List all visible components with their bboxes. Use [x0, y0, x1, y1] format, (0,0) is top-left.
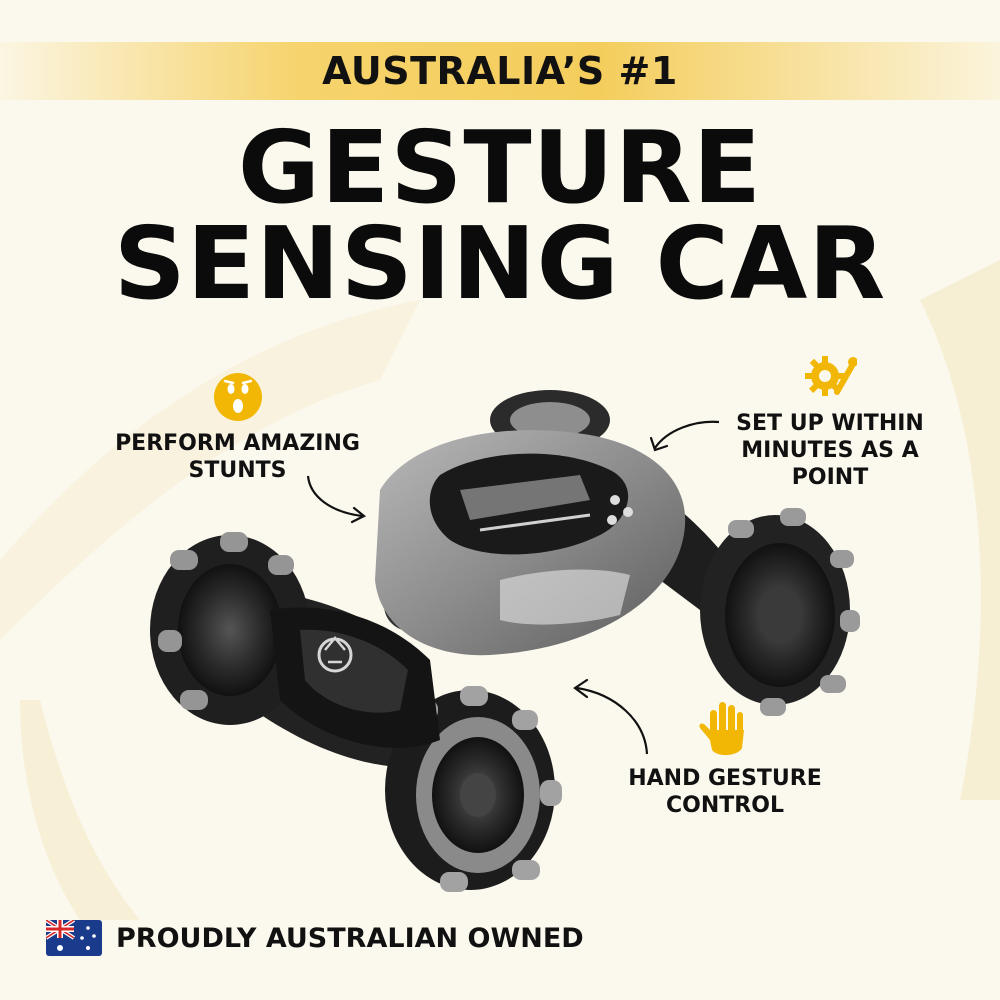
gear-wrench-icon — [805, 356, 857, 396]
callout-gesture: HAND GESTURE CONTROL — [610, 765, 840, 819]
title-line-2: SENSING CAR — [113, 205, 887, 322]
callout-stunts: PERFORM AMAZING STUNTS — [110, 430, 365, 484]
callout-stunts-line2: STUNTS — [188, 458, 287, 483]
brand-logo-icon — [317, 636, 353, 673]
shocked-face-icon — [214, 373, 262, 421]
top-banner: AUSTRALIA’S #1 — [0, 42, 1000, 100]
title-line-1: GESTURE — [237, 109, 763, 226]
australian-flag-icon — [46, 920, 102, 956]
wheel-front-left — [150, 532, 310, 725]
footer-text: PROUDLY AUSTRALIAN OWNED — [116, 922, 584, 954]
callout-setup: SET UP WITHIN MINUTES AS A POINT — [700, 410, 960, 491]
arrow-setup — [649, 420, 720, 452]
footer: PROUDLY AUSTRALIAN OWNED — [46, 920, 584, 956]
arrow-stunts — [306, 475, 367, 524]
hand-icon — [699, 702, 744, 756]
banner-text: AUSTRALIA’S #1 — [322, 49, 678, 93]
gesture-car-image — [150, 390, 860, 892]
callout-stunts-line1: PERFORM AMAZING — [115, 431, 360, 456]
callout-gesture-line1: HAND GESTURE — [628, 766, 822, 791]
arrow-gesture — [573, 678, 649, 755]
callout-gesture-line2: CONTROL — [666, 793, 784, 818]
callout-setup-line2: MINUTES AS A POINT — [741, 438, 919, 490]
wheel-rear-right — [700, 508, 860, 716]
callout-setup-line1: SET UP WITHIN — [736, 411, 924, 436]
